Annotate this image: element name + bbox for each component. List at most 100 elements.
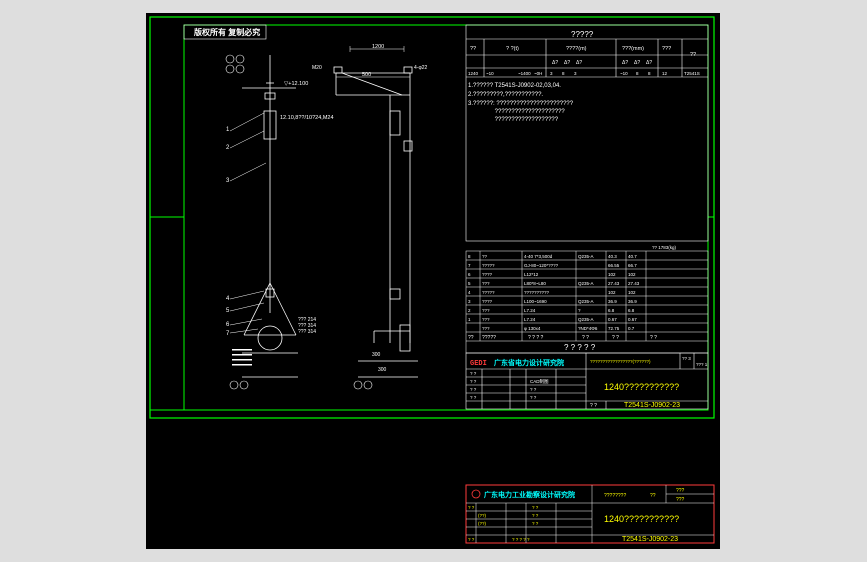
info-data-row: 1240 ~10 ~1400 ~0H 3 8 3 ~10 8 8 12 T254…	[468, 71, 700, 76]
base-dim-notes	[232, 349, 252, 366]
parts-cell: 40.3	[608, 254, 617, 259]
cell: 3	[574, 71, 577, 76]
parts-cell: 6	[468, 272, 471, 277]
role-label: ? ?	[470, 395, 477, 400]
stamp-box	[183, 24, 267, 40]
project-name: ?????????????????(??????)	[590, 359, 651, 364]
parts-cell: 7	[468, 263, 471, 268]
parts-cell: ????	[482, 299, 493, 304]
parts-cell: ???	[482, 326, 490, 331]
parts-cell: φ 130x4	[524, 326, 541, 331]
small-code: ??	[650, 493, 656, 499]
weight-note: ?? 1783(kg)	[652, 245, 677, 250]
cell: ~10	[620, 71, 628, 76]
dim-col: 300	[372, 352, 381, 358]
small-company-name: 广东电力工业勘察设计研究院	[484, 490, 575, 499]
info-subhead: Δ?	[646, 60, 652, 66]
leader-num: 3	[226, 178, 230, 184]
parts-cell: ????	[482, 272, 493, 277]
leader-lines	[229, 112, 267, 334]
cell: 8	[648, 71, 651, 76]
parts-footer-cell: ? ?	[650, 335, 657, 341]
cell: T2541S	[684, 71, 700, 76]
parts-cell: GJ-80~120*????	[524, 263, 559, 268]
elevation-top: ▽+12.100	[284, 81, 308, 87]
parts-cell: 0.67	[608, 317, 617, 322]
cell: 1240	[468, 71, 479, 76]
parts-cell: L7.24	[524, 317, 536, 322]
dimension-lines-top	[336, 46, 410, 78]
parts-cell: 3	[468, 299, 471, 304]
info-subhead: Δ?	[552, 60, 558, 66]
parts-cell: 2	[468, 308, 471, 313]
section-callouts-top	[225, 54, 245, 74]
small-drawing-title: 1240???????????	[604, 514, 679, 524]
base-note: ??? 214	[298, 317, 316, 323]
role-label: ? ?	[470, 379, 477, 384]
parts-list-title: ? ? ? ? ?	[564, 343, 596, 352]
parts-footer-cell: ??	[468, 335, 474, 341]
leader-num: 5	[226, 308, 230, 314]
info-subhead: Δ?	[564, 60, 570, 66]
info-table	[465, 24, 709, 242]
sheet-number: ??? 1	[696, 362, 708, 367]
drawing-title: 1240???????????	[604, 382, 679, 392]
column-left-view	[242, 55, 298, 378]
small-project: ????????	[604, 493, 626, 499]
parts-cell: ??	[482, 254, 488, 259]
parts-cell: L7.24	[524, 308, 536, 313]
column-right-view	[333, 66, 418, 378]
parts-cell: ?????	[482, 290, 495, 295]
note-line: 2.?????????,???????????.	[468, 92, 543, 98]
company-name: 广东省电力设计研究院	[494, 358, 564, 367]
parts-cell: 102	[628, 290, 636, 295]
parts-cell: ?ND*4Φ6	[578, 326, 598, 331]
parts-cell: 27.43	[608, 281, 620, 286]
small-drawing-number: T2541S-J0902-23	[622, 536, 678, 543]
parts-footer-cell: ? ?	[612, 335, 619, 341]
title-block-grid	[465, 352, 709, 410]
small-left-cell: ? ?	[468, 505, 475, 510]
cell: ~1400	[518, 71, 531, 76]
parts-cell: 102	[608, 290, 616, 295]
parts-cell: 66.7	[628, 263, 637, 268]
parts-cell: 36.9	[628, 299, 637, 304]
parts-cell: 1	[468, 317, 471, 322]
elevation-mid: 12.10,8??/10?24,M24	[280, 115, 334, 121]
dim-top: 1200	[372, 44, 384, 50]
parts-cell: 36.9	[608, 299, 617, 304]
parts-footer-cell: ?????	[482, 335, 496, 341]
small-left-cell: (??)	[478, 513, 487, 518]
info-col-head: ? ?(t)	[506, 46, 519, 52]
base-note: ??? 314	[298, 329, 316, 335]
section-callouts-right	[353, 380, 373, 390]
small-left-cell: (??)	[478, 521, 487, 526]
parts-cell: 102	[628, 272, 636, 277]
parts-cell: ???	[482, 308, 490, 313]
role-label: ? ?	[470, 387, 477, 392]
info-col-head: ???(mm)	[622, 46, 644, 52]
info-header-title: ?????	[571, 30, 594, 39]
role-label: ? ?	[470, 371, 477, 376]
parts-cell: 27.43	[628, 281, 640, 286]
parts-cell: Q235-A	[578, 317, 594, 322]
parts-list-grid	[465, 250, 709, 354]
note-line: ?????????????????????	[468, 109, 565, 115]
cell: ~10	[486, 71, 494, 76]
parts-cell: ?	[578, 308, 581, 313]
cell: 3	[550, 71, 553, 76]
hole-label: 4-φ22	[414, 65, 427, 71]
cad-drawing-sheet: 版权所有 复制必究 1 2 3 4 5 6 7 ▽+12.100 12.10,8…	[146, 13, 720, 549]
parts-cell: 5	[468, 281, 471, 286]
info-col-head: ???	[662, 46, 671, 52]
info-col-head: ??	[690, 52, 696, 58]
parts-cell: Q235-A	[578, 299, 594, 304]
page-label: ? ?	[590, 403, 597, 409]
parts-cell: Q235-A	[578, 281, 594, 286]
small-code: ???	[676, 488, 685, 494]
parts-cell: 4-40 7*3,500d	[524, 254, 553, 259]
cell: 8	[562, 71, 565, 76]
cell: 12	[662, 71, 668, 76]
parts-cell: ???	[482, 281, 490, 286]
sheet-background	[146, 13, 720, 549]
